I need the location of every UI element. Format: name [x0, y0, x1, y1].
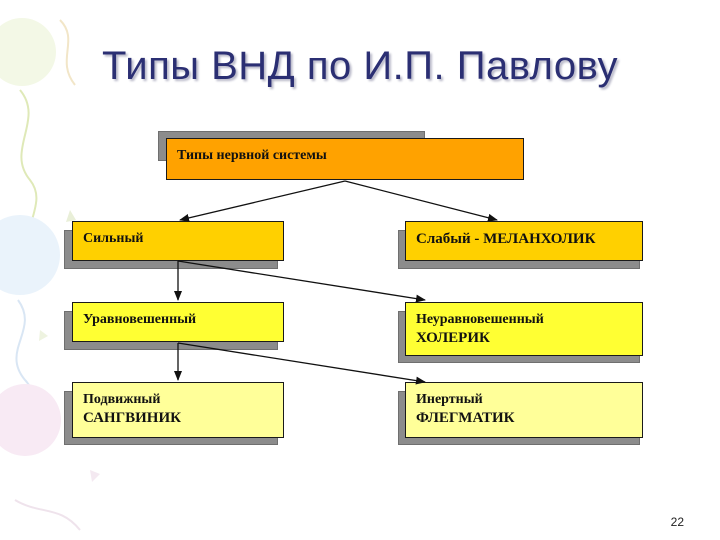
node-label: Типы нервной системы: [177, 148, 327, 163]
node-unbalanced-choleric: Неуравновешенный ХОЛЕРИК: [405, 302, 643, 356]
node-label-line1: Подвижный: [83, 392, 161, 407]
node-nervous-system-types: Типы нервной системы: [166, 138, 524, 180]
balloon-decoration: [0, 18, 100, 531]
node-label-line2: САНГВИНИК: [83, 410, 182, 426]
node-weak-melancholic: Слабый - МЕЛАНХОЛИК: [405, 221, 643, 261]
node-balanced: Уравновешенный: [72, 302, 284, 342]
node-label-line1: Инертный: [416, 392, 483, 407]
slide-title: Типы ВНД по И.П. Павлову: [102, 44, 618, 88]
node-label: Сильный: [83, 231, 144, 246]
node-label-line1: Неуравновешенный: [416, 312, 544, 327]
node-label-line2: ФЛЕГМАТИК: [416, 410, 515, 426]
node-mobile-sanguine: Подвижный САНГВИНИК: [72, 382, 284, 438]
node-inert-phlegmatic: Инертный ФЛЕГМАТИК: [405, 382, 643, 438]
node-label: Слабый - МЕЛАНХОЛИК: [416, 231, 596, 247]
page-number: 22: [670, 515, 684, 529]
node-label: Уравновешенный: [83, 312, 197, 327]
node-strong: Сильный: [72, 221, 284, 261]
node-label-line2: ХОЛЕРИК: [416, 330, 490, 346]
